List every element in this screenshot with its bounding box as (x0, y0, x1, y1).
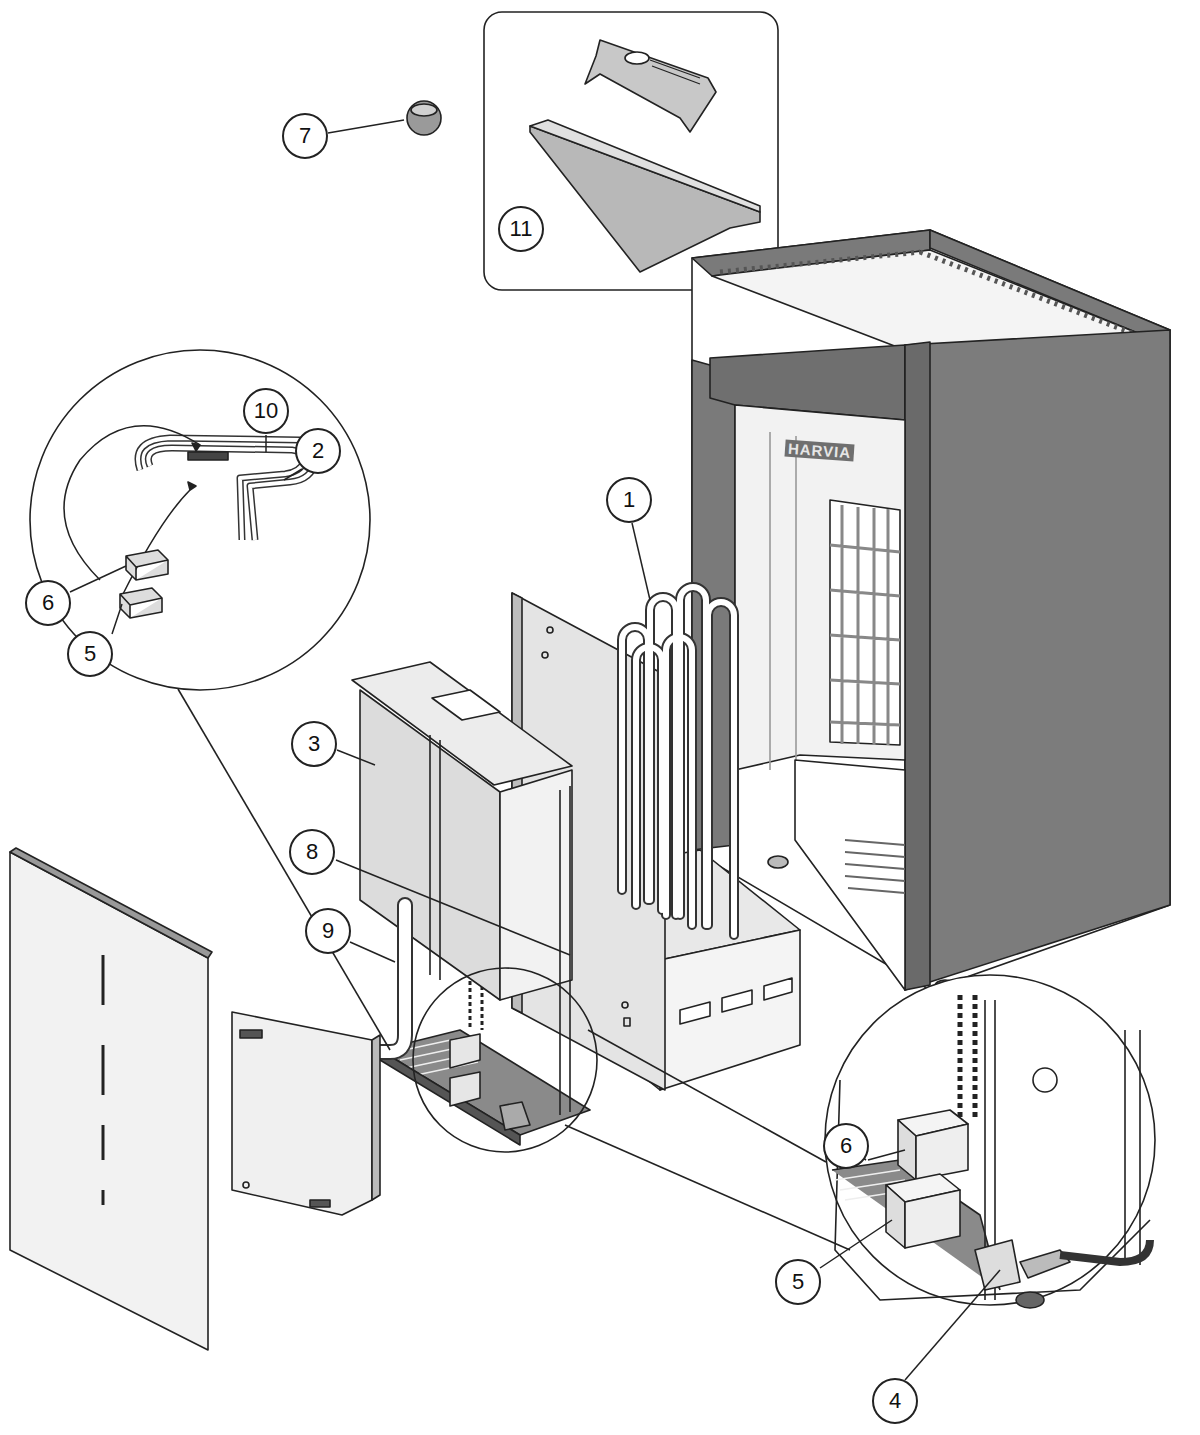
callout-number: 3 (291, 721, 337, 767)
callout-number: 1 (606, 477, 652, 523)
callout-number: 9 (305, 908, 351, 954)
callout-number: 5 (67, 631, 113, 677)
callout-number: 5 (775, 1259, 821, 1305)
callout-number: 6 (25, 580, 71, 626)
callout-number: 4 (872, 1378, 918, 1424)
callout-number: 7 (282, 113, 328, 159)
callout-number: 6 (823, 1123, 869, 1169)
callout-number: 2 (295, 428, 341, 474)
callout-number: 10 (243, 388, 289, 434)
callout-number: 11 (498, 206, 544, 252)
callout-number: 8 (289, 829, 335, 875)
